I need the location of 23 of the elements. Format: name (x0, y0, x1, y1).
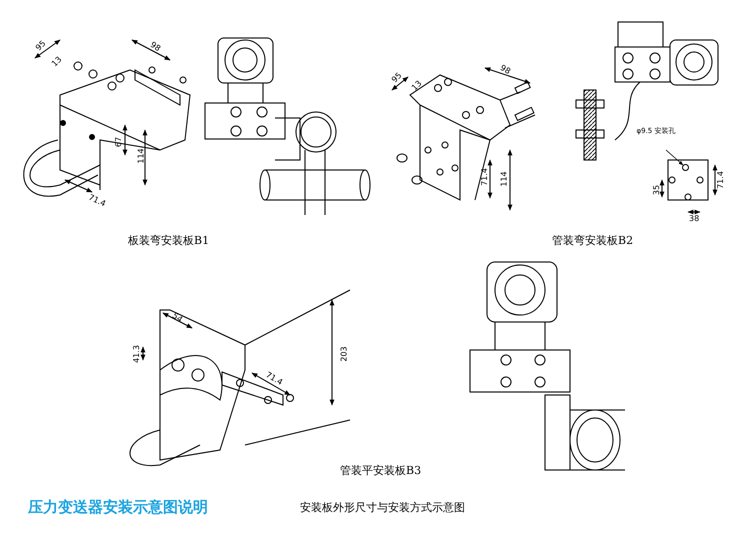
caption: 安装板外形尺寸与安装方式示意图 (300, 502, 465, 513)
panel-caption: 管装平安装板B3 (340, 465, 422, 476)
dimension-label: 38 (689, 215, 700, 223)
title: 压力变送器安装示意图说明 (28, 500, 208, 515)
dimension-label: 13 (410, 80, 424, 92)
dimension-label: 114 (500, 171, 509, 187)
dimension-label: 71.4 (480, 168, 489, 186)
dimension-label: 41.3 (132, 345, 141, 363)
dimension-label: 114 (138, 148, 146, 164)
mounting-hole (682, 164, 689, 171)
leader-line (666, 150, 684, 166)
dimension-label: 98 (498, 64, 512, 76)
dimension-label: 35 (653, 184, 662, 196)
panel-caption: 板装弯安装板B1 (128, 235, 210, 246)
dimension-label: 13 (50, 56, 64, 68)
dimension-label: 71.4 (87, 194, 107, 208)
panel-caption: 管装弯安装板B2 (552, 235, 634, 246)
dimension-label: 71.4 (264, 371, 284, 387)
dimension-label: 203 (340, 346, 349, 362)
dimension-label: 98 (148, 40, 162, 54)
dimension-label: 95 (34, 40, 48, 52)
dimension-label: 71.4 (716, 171, 725, 189)
dimension-label: 95 (390, 72, 404, 84)
